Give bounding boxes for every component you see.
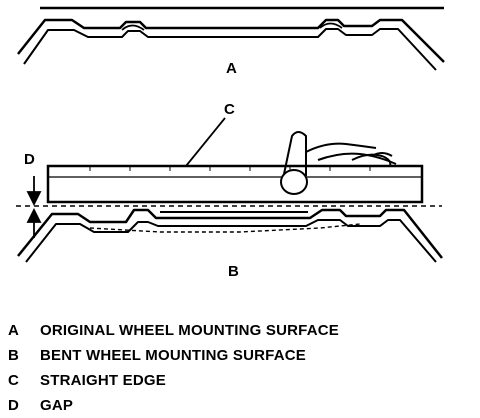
panel-a-label: A [226,60,237,77]
panel-a-bump-left [121,24,145,31]
legend-item-b: B BENT WHEEL MOUNTING SURFACE [8,343,478,368]
straight-edge [46,164,424,204]
panel-b-inner-profile [25,219,437,263]
legend-item-c: C STRAIGHT EDGE [8,368,478,393]
legend-item-d: D GAP [8,393,478,418]
legend-text-c: STRAIGHT EDGE [40,372,166,389]
panel-a-outer-profile [17,18,445,63]
panel-a-inner-profile [23,28,437,71]
callout-c-leader [185,117,226,167]
panel-b-bent-dashed [89,223,361,233]
legend-key-d: D [8,397,20,414]
panel-a-drawing [17,6,445,71]
callout-c-label: C [224,101,235,118]
panel-b-label: B [228,263,239,280]
legend-key-c: C [8,372,20,389]
legend-item-a: A ORIGINAL WHEEL MOUNTING SURFACE [8,318,478,343]
legend-text-d: GAP [40,397,74,414]
legend-text-a: ORIGINAL WHEEL MOUNTING SURFACE [40,322,339,339]
legend-key-a: A [8,322,20,339]
panel-b-outer-profile [17,208,443,259]
panel-a-bump-right [319,22,343,29]
panel-b-drawing [16,117,443,263]
legend-text-b: BENT WHEEL MOUNTING SURFACE [40,347,306,364]
callout-d-label: D [24,151,35,168]
hand-drawing [280,131,397,195]
legend-key-b: B [8,347,20,364]
legend: A ORIGINAL WHEEL MOUNTING SURFACE B BENT… [8,318,478,418]
gap-arrows [26,176,42,238]
